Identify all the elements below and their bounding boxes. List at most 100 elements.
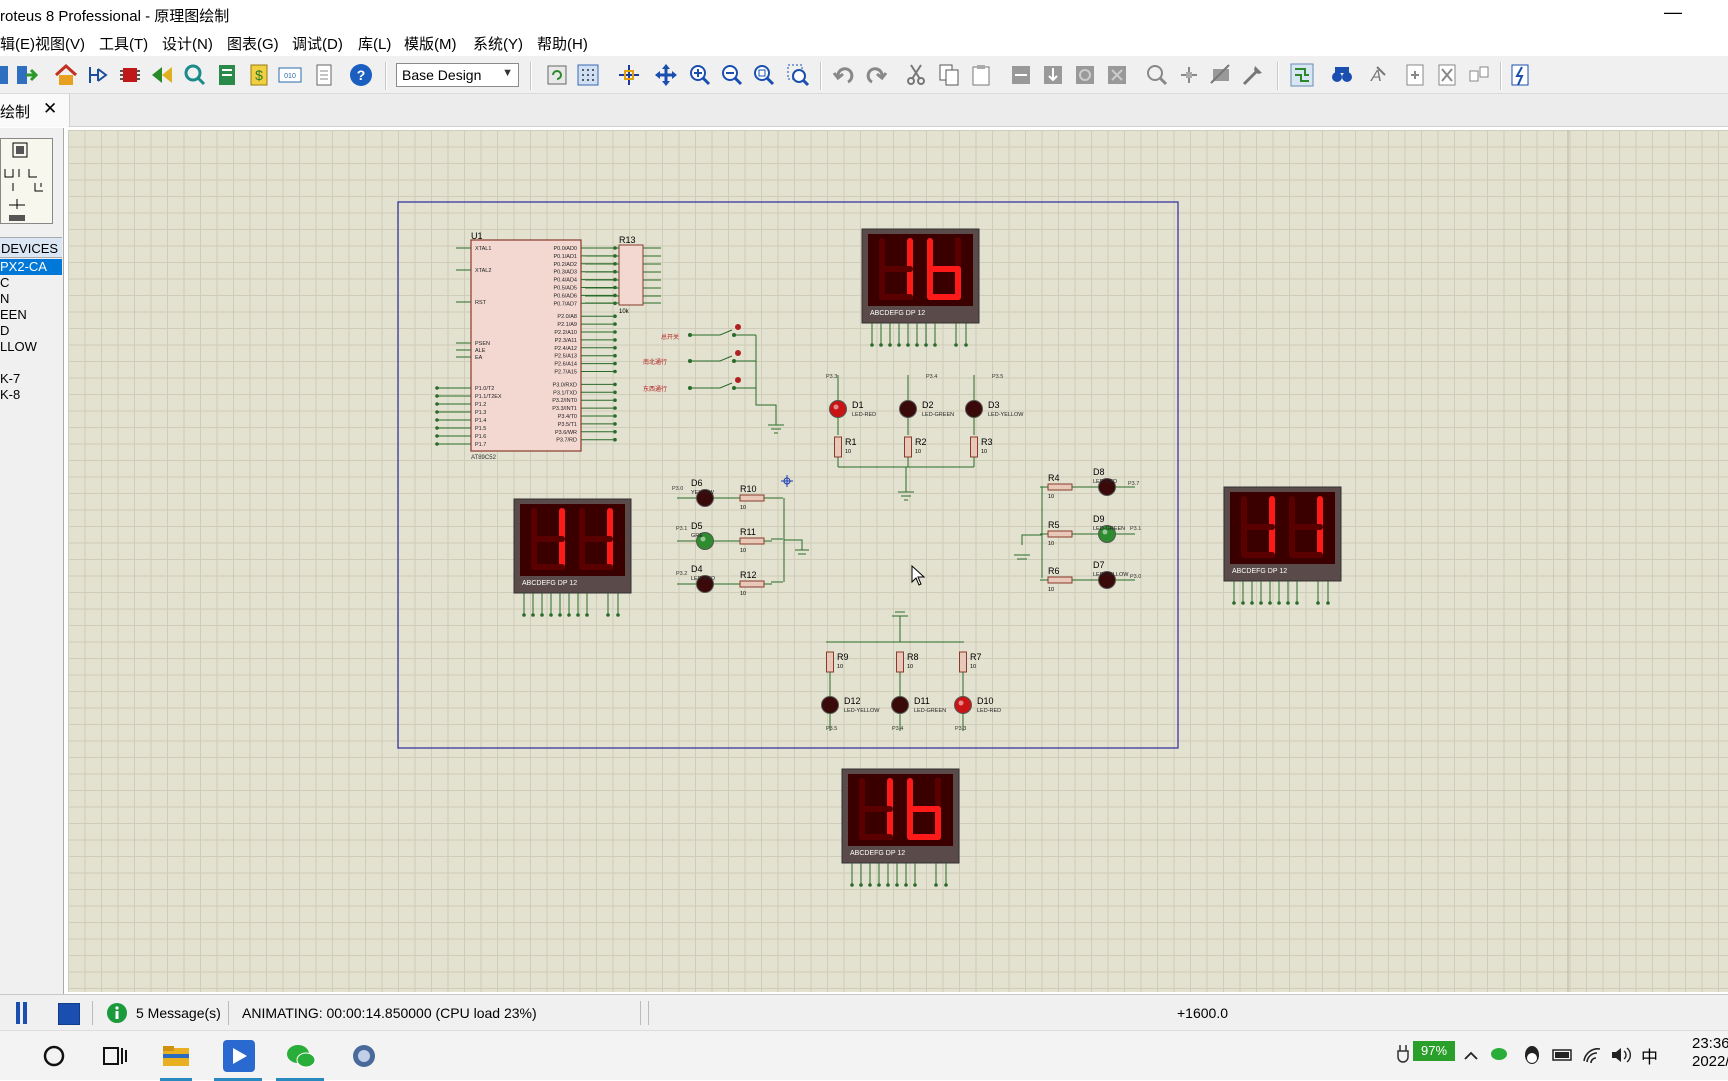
device-item[interactable]: LLOW (0, 339, 37, 354)
menu-design[interactable]: 设计(N) (162, 36, 213, 53)
device-item[interactable]: K-8 (0, 387, 21, 402)
block-rotate-icon[interactable] (1073, 63, 1097, 87)
redo-icon[interactable] (864, 63, 888, 87)
wechat-icon[interactable] (285, 1040, 317, 1072)
menu-edit[interactable]: 辑(E) (0, 36, 35, 53)
volume-icon[interactable] (1610, 1045, 1632, 1065)
schematic-drawing[interactable]: U1 AT89C52 XTAL1XTAL2RSTPSENALEEAP1.0/T2… (68, 130, 1728, 992)
help-icon[interactable]: ? (349, 63, 373, 87)
device-item[interactable]: D (0, 323, 10, 338)
make-device-icon[interactable] (1177, 63, 1201, 87)
wire-autorouter-icon[interactable] (1290, 63, 1314, 87)
menu-view[interactable]: 视图(V) (35, 36, 85, 53)
menu-system[interactable]: 系统(Y) (473, 36, 523, 53)
message-count[interactable]: 5 Message(s) (136, 1005, 221, 1021)
block-delete-icon[interactable] (1105, 63, 1129, 87)
zoom-out-icon[interactable] (720, 63, 744, 87)
seven-seg-display[interactable]: ABCDEFG DP 12 (513, 498, 632, 617)
remove-sheet-icon[interactable] (1435, 63, 1459, 87)
origin-icon[interactable] (617, 63, 641, 87)
clock[interactable]: 23:36 2022/10 (1692, 1035, 1728, 1071)
copy-icon[interactable] (937, 63, 961, 87)
task-view-icon[interactable] (98, 1040, 130, 1072)
menu-graph[interactable]: 图表(G) (227, 36, 279, 53)
menu-debug[interactable]: 调试(D) (292, 36, 343, 53)
seven-seg-display[interactable]: ABCDEFG DP 12 (841, 768, 960, 887)
zoom-in-icon[interactable] (688, 63, 712, 87)
cut-icon[interactable] (904, 63, 928, 87)
new-sheet-icon[interactable] (1403, 63, 1427, 87)
search-icon[interactable] (38, 1040, 70, 1072)
minimize-button[interactable]: — (1664, 2, 1682, 22)
device-item[interactable]: EEN (0, 307, 27, 322)
device-item[interactable]: C (0, 275, 10, 290)
decompose-icon[interactable] (1241, 63, 1265, 87)
switch-master[interactable]: 总开关 (661, 324, 756, 341)
pick-device-icon[interactable] (1145, 63, 1169, 87)
device-item[interactable]: N (0, 291, 10, 306)
notes-icon[interactable] (312, 63, 336, 87)
exit-to-parent-icon[interactable] (1467, 63, 1491, 87)
paste-icon[interactable] (969, 63, 993, 87)
menu-help[interactable]: 帮助(H) (537, 36, 588, 53)
design-variant-select[interactable]: Base Design▼ (396, 63, 519, 87)
packaging-tool-icon[interactable] (1209, 63, 1233, 87)
gerber-icon[interactable] (183, 63, 207, 87)
pan-icon[interactable] (654, 63, 678, 87)
stop-icon[interactable] (58, 1003, 80, 1025)
property-assign-icon[interactable]: A (1363, 63, 1387, 87)
pcb-icon[interactable] (118, 63, 142, 87)
zoom-area-icon[interactable] (786, 63, 810, 87)
app-icon[interactable] (348, 1040, 380, 1072)
tab-schematic[interactable]: 绘制 ✕ (0, 94, 70, 127)
home-icon[interactable] (54, 63, 78, 87)
switch-ns[interactable]: 南北通行 (643, 350, 756, 366)
3d-view-icon[interactable] (150, 63, 174, 87)
info-icon[interactable] (106, 1002, 128, 1024)
ime-indicator[interactable]: 中 (1641, 1048, 1658, 1067)
open-icon[interactable] (0, 63, 24, 87)
refresh-icon[interactable] (545, 63, 569, 87)
design-explorer-icon[interactable] (215, 63, 239, 87)
pause-icon[interactable] (16, 1002, 28, 1024)
device-item[interactable]: K-7 (0, 371, 21, 386)
wifi-icon[interactable] (1582, 1045, 1602, 1065)
undo-icon[interactable] (832, 63, 856, 87)
seven-seg-display[interactable]: ABCDEFG DP 12 (861, 228, 980, 347)
device-item[interactable] (0, 355, 62, 371)
rpack-r13[interactable]: R13 10k (585, 235, 661, 315)
battery-tray-icon[interactable] (1552, 1047, 1574, 1063)
qq-tray-icon[interactable] (1522, 1045, 1542, 1065)
search-tag-icon[interactable] (1330, 63, 1354, 87)
mcu-u1[interactable]: U1 AT89C52 XTAL1XTAL2RSTPSENALEEAP1.0/T2… (435, 231, 617, 461)
menu-library[interactable]: 库(L) (358, 36, 392, 53)
proteus-taskbar-icon[interactable] (223, 1040, 255, 1072)
grid-toggle-icon[interactable] (576, 63, 600, 87)
file-explorer-icon[interactable] (160, 1040, 192, 1072)
source-code-icon[interactable]: 010 (278, 63, 302, 87)
import-icon[interactable] (14, 63, 38, 87)
switch-ew[interactable]: 东西通行 (643, 377, 756, 393)
bill-of-materials-icon[interactable]: $ (247, 63, 271, 87)
chevron-up-icon[interactable] (1463, 1047, 1479, 1063)
block-copy-icon[interactable] (1009, 63, 1033, 87)
close-icon[interactable]: ✕ (43, 99, 58, 118)
